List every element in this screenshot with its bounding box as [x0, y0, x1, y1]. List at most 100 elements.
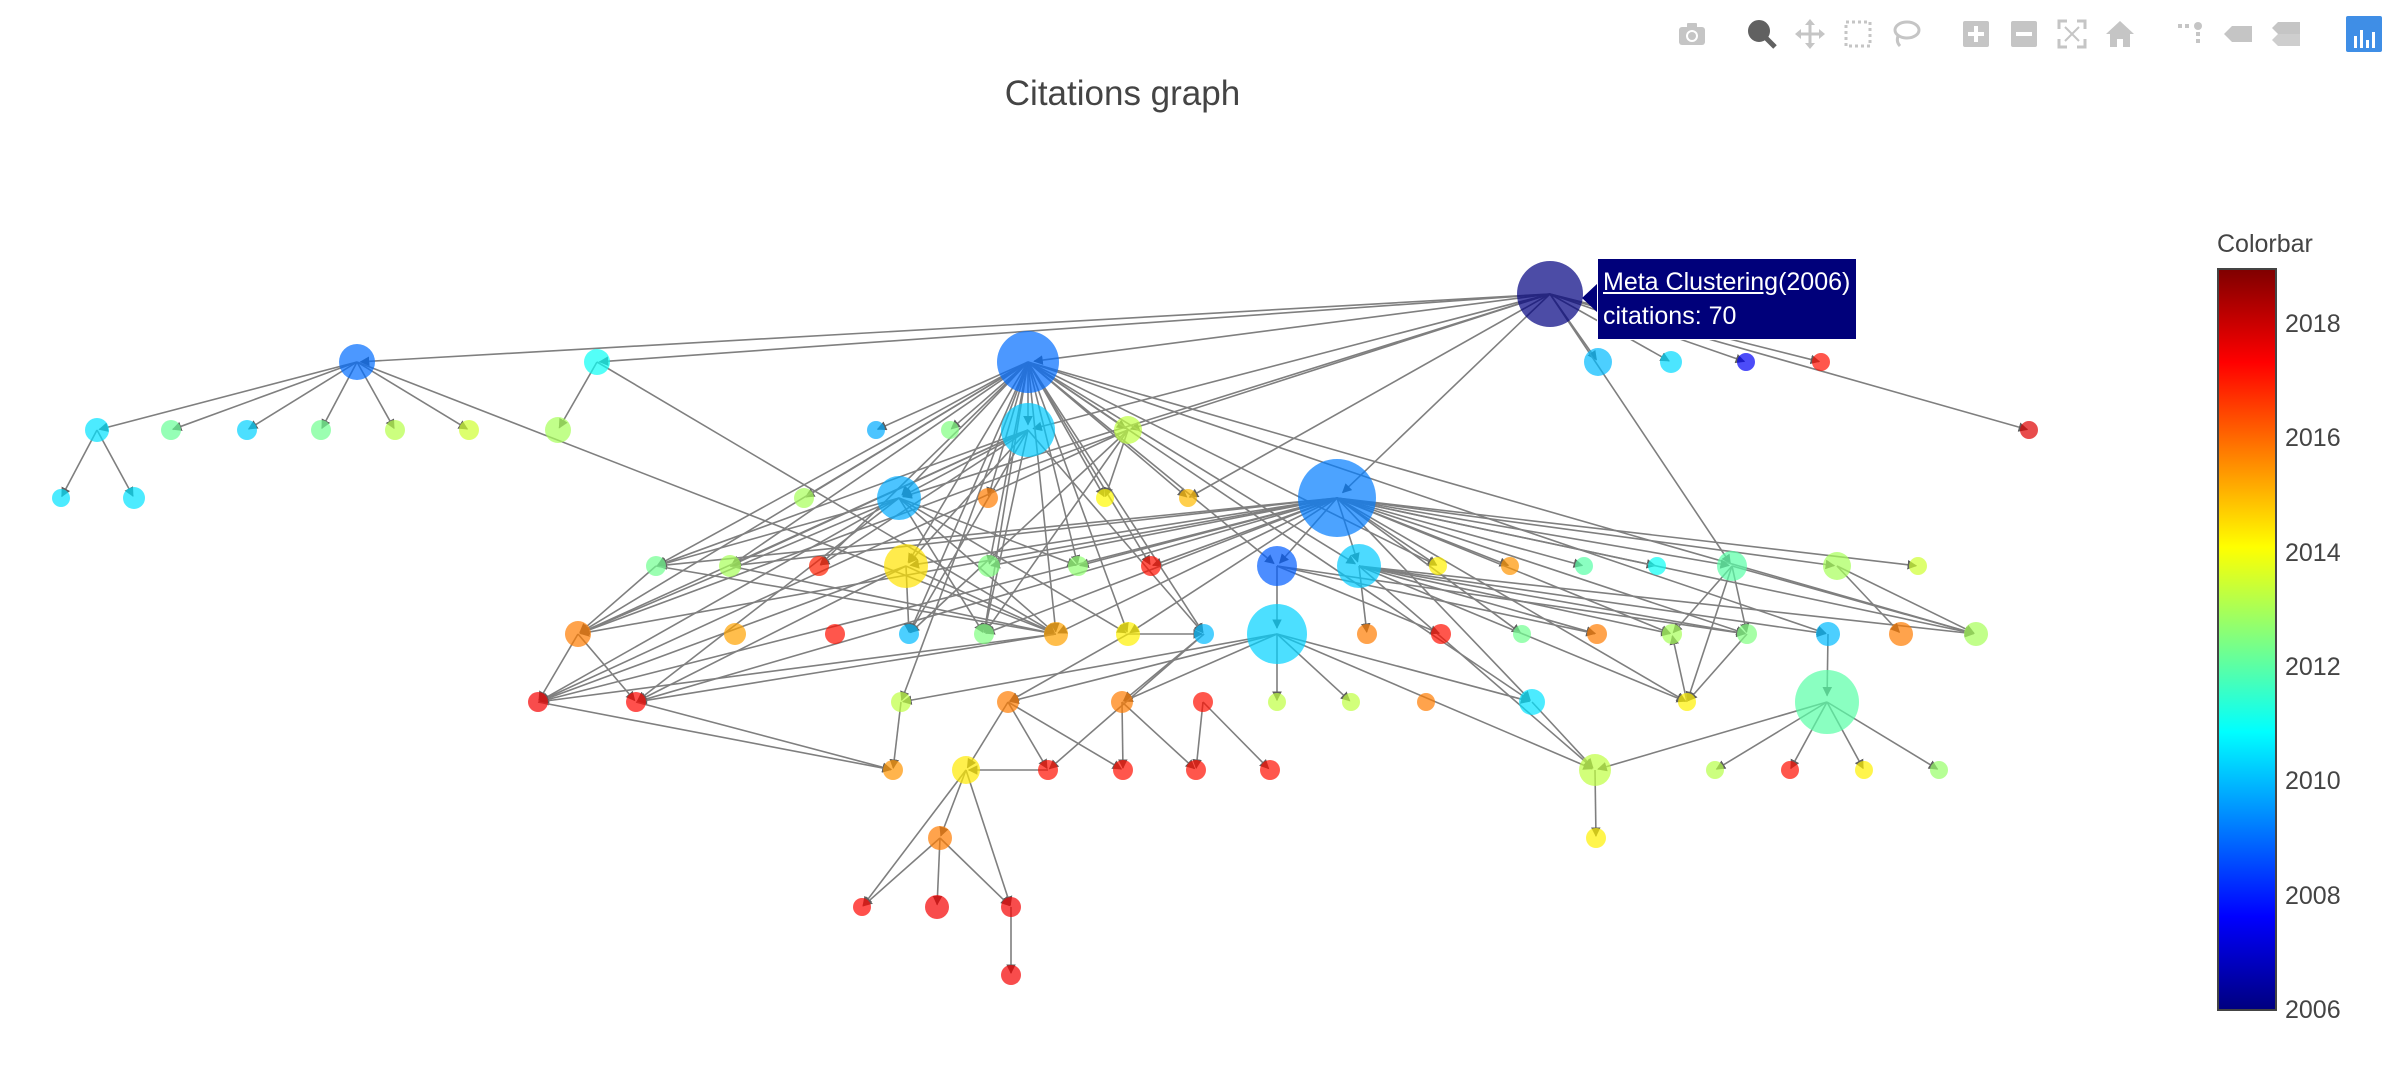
paper-node[interactable]: [1519, 689, 1545, 715]
paper-node[interactable]: [1579, 754, 1611, 786]
paper-node[interactable]: [1678, 693, 1696, 711]
paper-node[interactable]: [1337, 544, 1381, 588]
paper-node[interactable]: [974, 624, 994, 644]
lasso-select-button[interactable]: [1882, 12, 1930, 56]
paper-node[interactable]: [1141, 556, 1161, 576]
paper-node[interactable]: [1889, 622, 1913, 646]
paper-node[interactable]: [1001, 897, 1021, 917]
paper-node[interactable]: [809, 556, 829, 576]
paper-node[interactable]: [1357, 624, 1377, 644]
paper-node[interactable]: [1114, 416, 1142, 444]
hover-paper-title[interactable]: Meta Clustering: [1603, 268, 1779, 296]
paper-node[interactable]: [853, 898, 871, 916]
paper-node[interactable]: [1116, 622, 1140, 646]
paper-node[interactable]: [311, 420, 331, 440]
paper-node[interactable]: [52, 489, 70, 507]
paper-node[interactable]: [1575, 557, 1593, 575]
paper-node[interactable]: [1648, 557, 1666, 575]
paper-node[interactable]: [1113, 760, 1133, 780]
paper-node[interactable]: [237, 420, 257, 440]
paper-node[interactable]: [1186, 760, 1206, 780]
paper-node[interactable]: [1706, 761, 1724, 779]
paper-node[interactable]: [545, 417, 571, 443]
paper-node[interactable]: [997, 331, 1059, 393]
paper-node[interactable]: [626, 692, 646, 712]
paper-node[interactable]: [925, 895, 949, 919]
paper-node[interactable]: [1812, 353, 1830, 371]
paper-node[interactable]: [997, 691, 1019, 713]
paper-node[interactable]: [1717, 551, 1747, 581]
autoscale-button[interactable]: [2048, 12, 2096, 56]
box-select-button[interactable]: [1834, 12, 1882, 56]
reset-axes-button[interactable]: [2096, 12, 2144, 56]
paper-node[interactable]: [1417, 693, 1435, 711]
paper-node[interactable]: [123, 487, 145, 509]
paper-node[interactable]: [161, 420, 181, 440]
paper-node[interactable]: [883, 760, 903, 780]
paper-node[interactable]: [719, 555, 741, 577]
paper-node[interactable]: [339, 344, 375, 380]
paper-node[interactable]: [1431, 624, 1451, 644]
paper-node[interactable]: [1737, 624, 1757, 644]
paper-node[interactable]: [1662, 624, 1682, 644]
paper-node[interactable]: [794, 488, 814, 508]
paper-node[interactable]: [825, 624, 845, 644]
paper-node[interactable]: [565, 621, 591, 647]
paper-node[interactable]: [1268, 693, 1286, 711]
paper-node[interactable]: [1586, 828, 1606, 848]
hover-closest-button[interactable]: [2214, 12, 2262, 56]
paper-node[interactable]: [952, 756, 980, 784]
paper-node[interactable]: [1068, 556, 1088, 576]
paper-node[interactable]: [1001, 965, 1021, 985]
paper-node[interactable]: [899, 624, 919, 644]
paper-node[interactable]: [85, 418, 109, 442]
paper-node[interactable]: [1964, 622, 1988, 646]
paper-node[interactable]: [1587, 624, 1607, 644]
download-plot-button[interactable]: [1668, 12, 1716, 56]
paper-node[interactable]: [1044, 622, 1068, 646]
paper-node[interactable]: [877, 476, 921, 520]
zoom-in-button[interactable]: [1952, 12, 2000, 56]
paper-node[interactable]: [1429, 557, 1447, 575]
paper-node[interactable]: [1584, 348, 1612, 376]
paper-node-meta-clustering[interactable]: [1517, 261, 1583, 327]
zoom-button[interactable]: [1738, 12, 1786, 56]
paper-node[interactable]: [1855, 761, 1873, 779]
paper-node[interactable]: [867, 421, 885, 439]
paper-node[interactable]: [978, 488, 998, 508]
paper-node[interactable]: [584, 349, 610, 375]
paper-node[interactable]: [528, 692, 548, 712]
paper-node[interactable]: [928, 826, 952, 850]
paper-node[interactable]: [1816, 622, 1840, 646]
paper-node[interactable]: [1096, 489, 1114, 507]
paper-node[interactable]: [1513, 625, 1531, 643]
paper-node[interactable]: [1781, 761, 1799, 779]
paper-node[interactable]: [1737, 353, 1755, 371]
paper-node[interactable]: [1930, 761, 1948, 779]
paper-node[interactable]: [1257, 546, 1297, 586]
paper-node[interactable]: [1342, 693, 1360, 711]
toggle-spikelines-button[interactable]: [2166, 12, 2214, 56]
zoom-out-button[interactable]: [2000, 12, 2048, 56]
paper-node[interactable]: [1194, 624, 1214, 644]
paper-node[interactable]: [1909, 557, 1927, 575]
paper-node[interactable]: [891, 692, 911, 712]
paper-node[interactable]: [1179, 489, 1197, 507]
hover-compare-button[interactable]: [2262, 12, 2310, 56]
paper-node[interactable]: [724, 623, 746, 645]
plotly-logo-icon[interactable]: [2346, 16, 2382, 52]
paper-node[interactable]: [1038, 760, 1058, 780]
paper-node[interactable]: [1298, 459, 1376, 537]
paper-node[interactable]: [459, 420, 479, 440]
paper-node[interactable]: [385, 420, 405, 440]
paper-node[interactable]: [1111, 691, 1133, 713]
paper-node[interactable]: [1795, 670, 1859, 734]
paper-node[interactable]: [978, 555, 1000, 577]
paper-node[interactable]: [1247, 604, 1307, 664]
paper-node[interactable]: [1823, 552, 1851, 580]
pan-button[interactable]: [1786, 12, 1834, 56]
paper-node[interactable]: [2020, 421, 2038, 439]
paper-node[interactable]: [1193, 692, 1213, 712]
paper-node[interactable]: [1001, 403, 1055, 457]
paper-node[interactable]: [646, 556, 666, 576]
